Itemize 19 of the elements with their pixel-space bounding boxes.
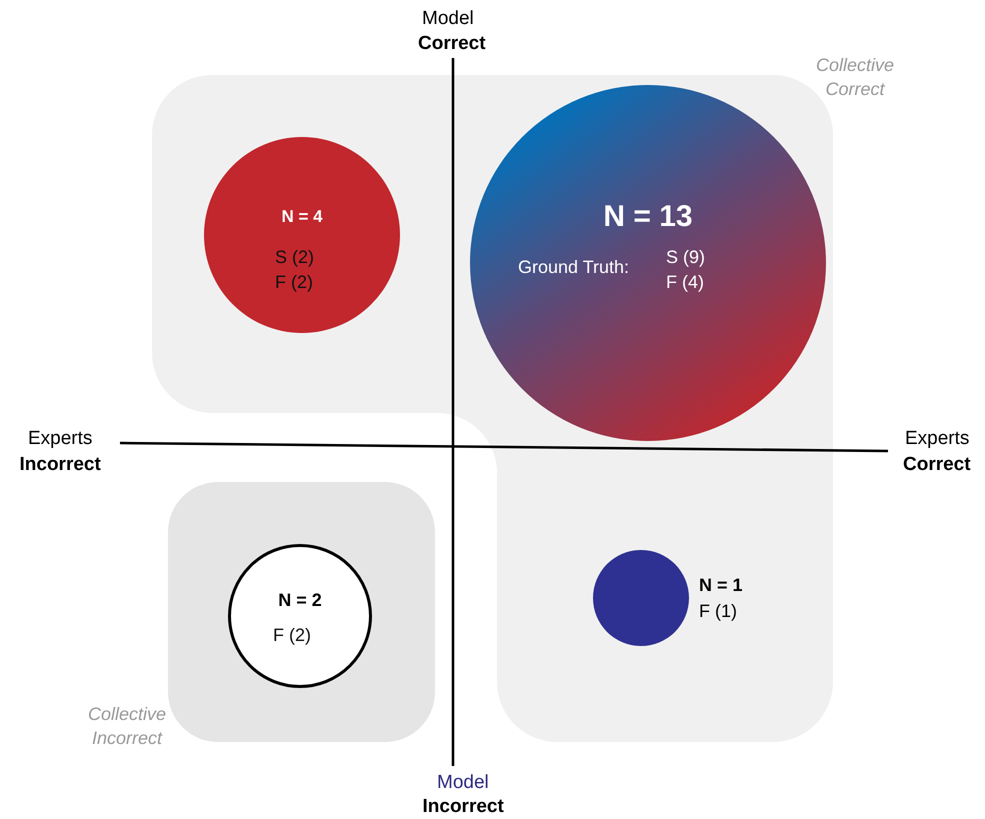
count-label: N = 2: [277, 589, 323, 612]
count-label: N = 4: [280, 206, 324, 228]
region-label: Collective Correct: [814, 54, 896, 102]
axis-label: Incorrect: [422, 796, 504, 819]
axis-label: Model: [422, 8, 474, 31]
axis-label: Correct: [903, 454, 971, 477]
axis-label: Experts: [28, 428, 92, 451]
count-label: N = 13: [602, 199, 694, 235]
ground-truth-label: Ground Truth:: [518, 256, 630, 279]
axis-label: Model: [437, 772, 489, 795]
breakdown-text: S (9) F (4): [666, 246, 706, 294]
axis-label: Experts: [905, 428, 970, 451]
axis-label: Incorrect: [20, 454, 101, 477]
axis-label: Correct: [418, 33, 486, 56]
count-label: N = 1: [699, 574, 743, 597]
breakdown-text: F (1): [699, 600, 737, 623]
region-label: Collective Incorrect: [86, 703, 168, 750]
breakdown-text: S (2) F (2): [275, 246, 316, 294]
breakdown-text: F (2): [273, 624, 312, 647]
